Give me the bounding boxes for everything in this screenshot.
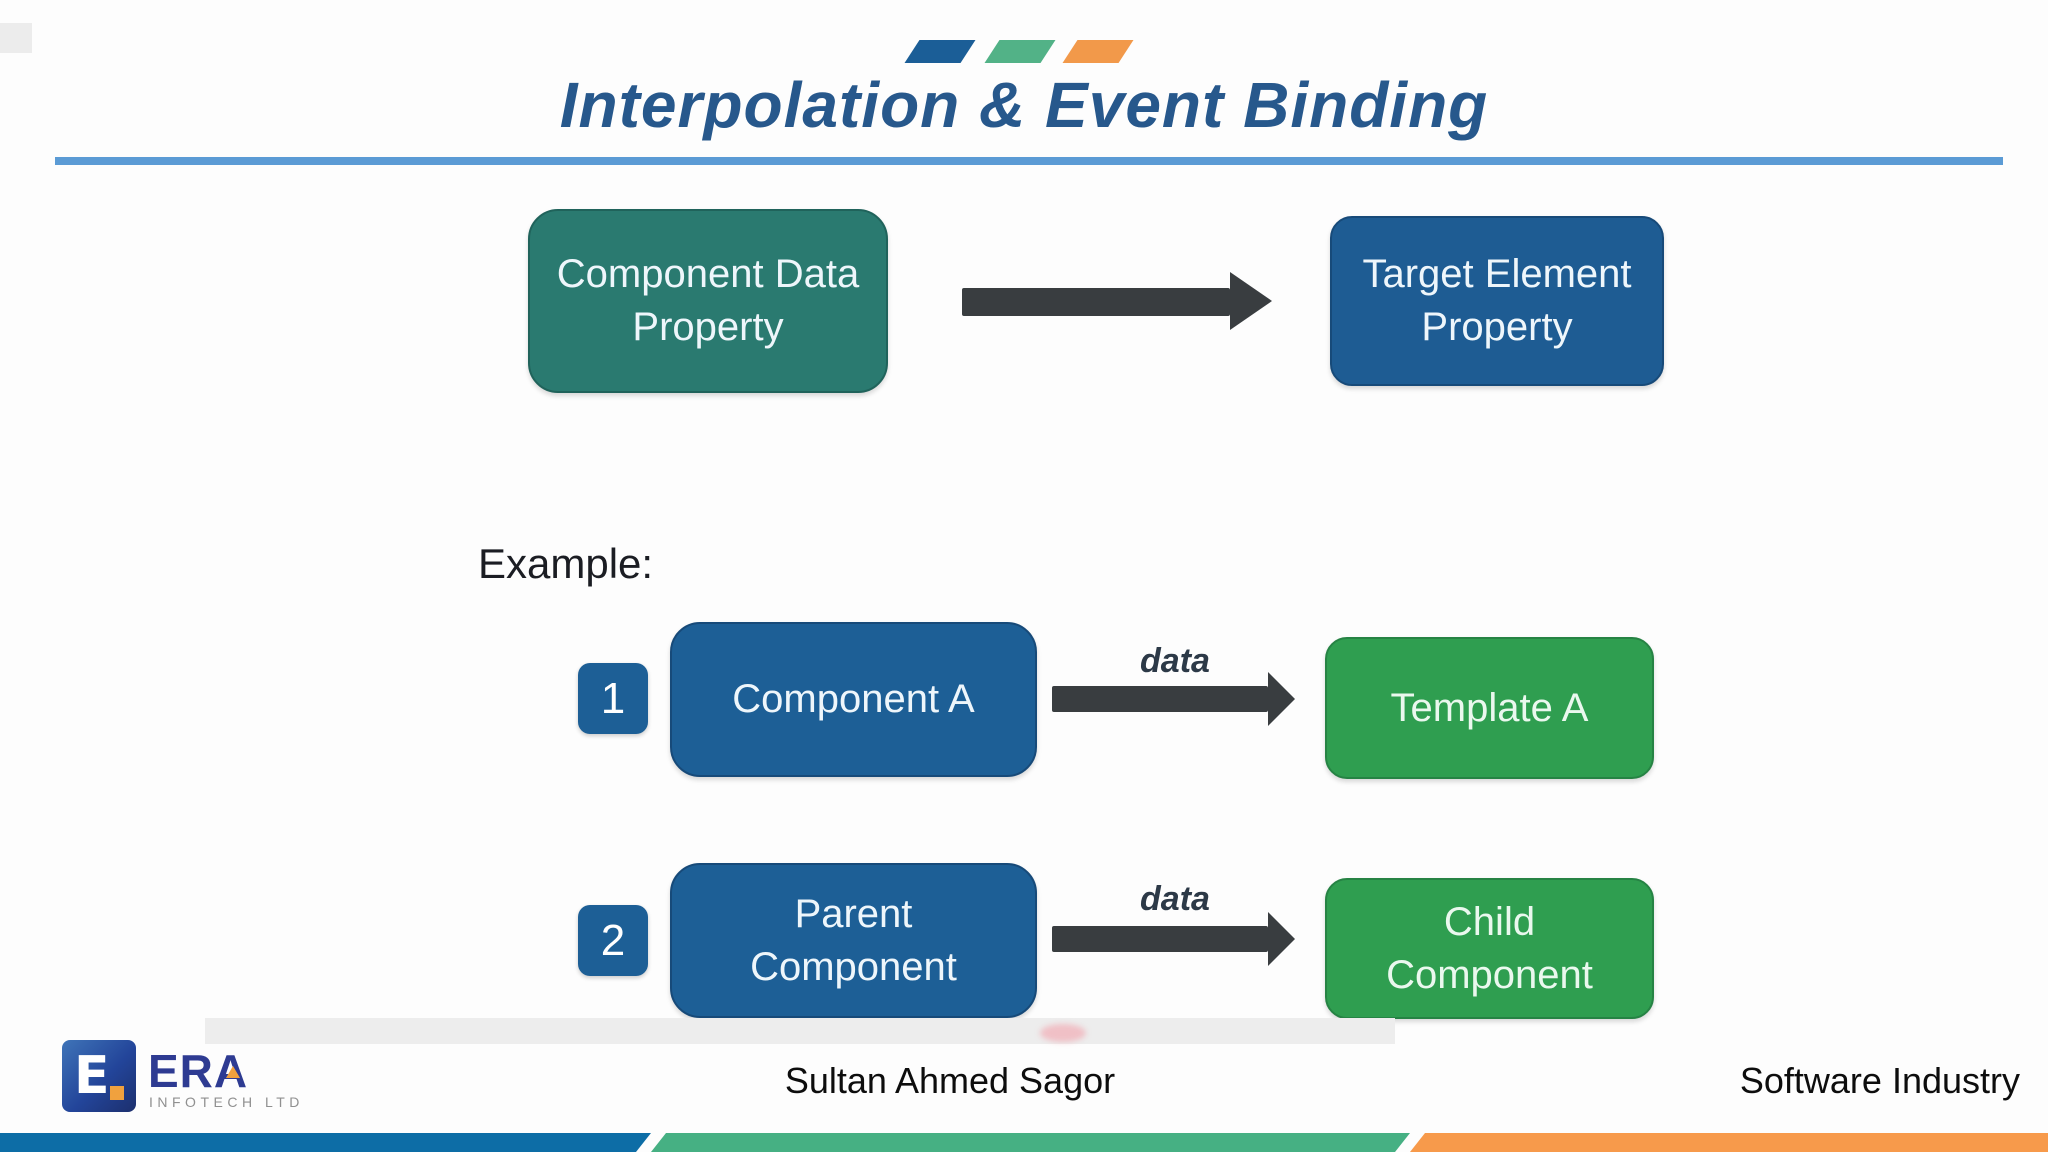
bottom-bar-blue-segment bbox=[0, 1133, 651, 1152]
title-underline bbox=[55, 157, 2003, 165]
box-label-line: Property bbox=[1421, 305, 1573, 349]
row-number: 1 bbox=[600, 673, 626, 723]
era-logo-subtitle: INFOTECH LTD bbox=[149, 1094, 304, 1110]
topic-label: Software Industry bbox=[1739, 1060, 2020, 1101]
box-label-line: Target Element bbox=[1362, 252, 1632, 297]
arrow-data-label: data bbox=[1140, 880, 1210, 918]
template-a-box: Template A bbox=[1325, 637, 1654, 779]
arrow-shaft bbox=[962, 288, 1230, 316]
era-logo-orange-square bbox=[110, 1086, 124, 1100]
row-number-badge: 1 bbox=[578, 663, 648, 734]
arrow-head-icon bbox=[1230, 272, 1272, 330]
arrow-shaft bbox=[1052, 686, 1268, 712]
box-label-line: Component bbox=[750, 944, 957, 989]
box-label-line: Property bbox=[632, 305, 784, 349]
parent-component-box: Parent Component bbox=[670, 863, 1037, 1018]
pointer-smudge-artifact bbox=[1040, 1024, 1086, 1042]
component-data-property-box: Component Data Property bbox=[528, 209, 888, 393]
presenter-name: Sultan Ahmed Sagor bbox=[784, 1060, 1116, 1101]
arrow-head-icon bbox=[1268, 672, 1295, 726]
box-label-line: Component A bbox=[732, 677, 975, 722]
bottom-bar-orange-segment bbox=[1410, 1133, 2048, 1152]
child-component-box: Child Component bbox=[1325, 878, 1654, 1019]
arrow-head-icon bbox=[1268, 912, 1295, 966]
target-element-property-box: Target Element Property bbox=[1330, 216, 1664, 386]
box-label-line: Child bbox=[1443, 899, 1536, 944]
bottom-bar-green-segment bbox=[651, 1133, 1410, 1152]
bottom-accent-bar bbox=[0, 1133, 2048, 1152]
era-logo-mark: E bbox=[74, 1046, 110, 1106]
accent-stripe-blue bbox=[904, 40, 976, 63]
video-corner-artifact bbox=[0, 23, 32, 53]
box-label-line: Template A bbox=[1390, 685, 1589, 730]
arrow-shaft bbox=[1052, 926, 1268, 952]
era-logo-triangle-icon bbox=[226, 1066, 240, 1078]
row-number: 2 bbox=[600, 915, 626, 965]
era-logo: E bbox=[62, 1040, 136, 1112]
box-label-line: Parent bbox=[794, 891, 913, 936]
accent-stripe-green bbox=[984, 40, 1056, 63]
video-bottom-strip bbox=[205, 1018, 1395, 1044]
component-a-box: Component A bbox=[670, 622, 1037, 777]
accent-stripe-orange bbox=[1062, 40, 1134, 63]
example-label: Example: bbox=[478, 540, 654, 587]
box-label-line: Component Data bbox=[556, 252, 860, 297]
slide-title: Interpolation & Event Binding bbox=[559, 69, 1489, 141]
box-label-line: Component bbox=[1386, 952, 1593, 997]
row-number-badge: 2 bbox=[578, 905, 648, 976]
arrow-data-label: data bbox=[1140, 642, 1210, 680]
